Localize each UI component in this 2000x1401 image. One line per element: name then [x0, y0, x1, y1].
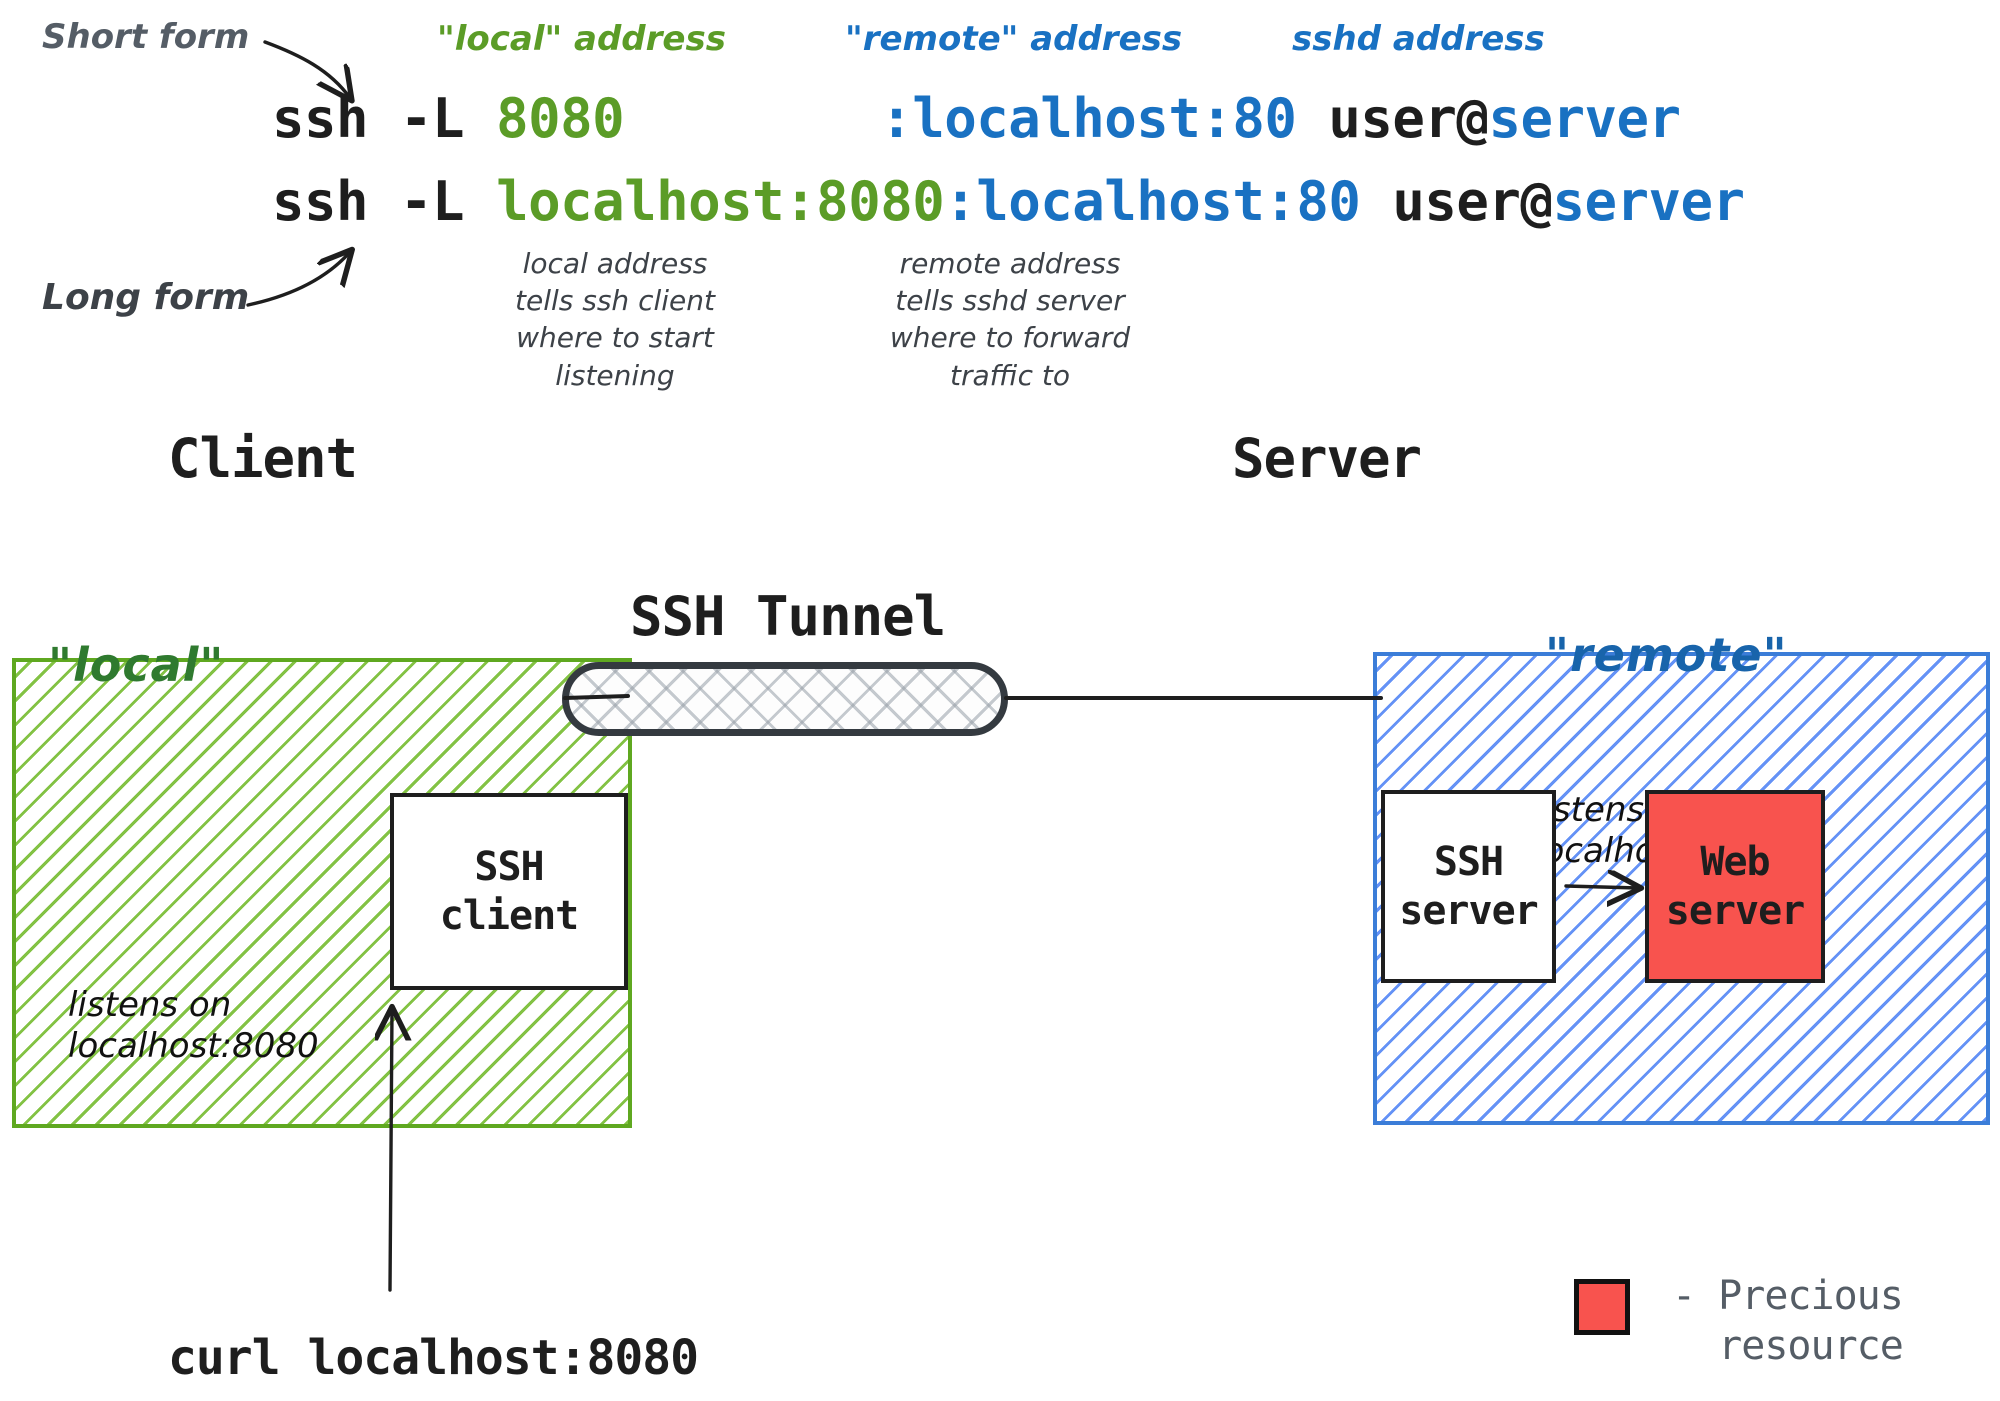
ssh-client-node: SSH client [390, 793, 628, 990]
ssh-tunnel [562, 662, 1008, 736]
cmd-long-server: server [1552, 170, 1745, 233]
tunnel-title: SSH Tunnel [630, 585, 946, 648]
local-address-note: local address tells ssh client where to … [515, 247, 715, 392]
cmd-long-prefix: ssh -L [272, 170, 497, 233]
sshd-address-label: sshd address [1292, 19, 1545, 59]
local-address-label: "local" address [437, 19, 726, 59]
ssh-client-label: SSH client [439, 843, 580, 939]
ssh-command-long: ssh -L localhost:8080:localhost:80 user@… [272, 175, 1745, 229]
web-server-label: Web server [1665, 838, 1806, 934]
legend-label: - Precious resource [1672, 1273, 1904, 1369]
server-zone-tag: "remote" [1545, 628, 1788, 682]
curl-command: curl localhost:8080 [168, 1330, 699, 1386]
client-listen-note: listens on localhost:8080 [68, 985, 319, 1067]
client-zone-title: Client [168, 427, 358, 490]
client-zone-tag: "local" [48, 638, 225, 692]
long-form-label: Long form [42, 277, 250, 318]
remote-address-label: "remote" address [845, 19, 1183, 59]
cmd-long-local: localhost:8080 [496, 170, 945, 233]
short-form-label: Short form [42, 17, 250, 57]
ssh-command-short: ssh -L 8080 :localhost:80 user@server [272, 92, 1681, 146]
long-form-arrow [246, 252, 350, 307]
cmd-long-user: user@ [1360, 170, 1553, 233]
legend-swatch [1574, 1279, 1630, 1335]
cmd-long-remote: :localhost:80 [944, 170, 1361, 233]
cmd-short-gap [624, 87, 880, 150]
cmd-short-prefix: ssh -L [272, 87, 497, 150]
remote-address-note: remote address tells sshd server where t… [889, 247, 1131, 392]
cmd-short-user: user@ [1296, 87, 1489, 150]
ssh-server-node: SSH server [1381, 790, 1556, 983]
server-zone-title: Server [1232, 427, 1422, 490]
cmd-short-server: server [1488, 87, 1681, 150]
cmd-short-local: 8080 [496, 87, 625, 150]
web-server-node: Web server [1645, 790, 1825, 983]
ssh-server-label: SSH server [1399, 838, 1539, 934]
cmd-short-remote: :localhost:80 [880, 87, 1297, 150]
